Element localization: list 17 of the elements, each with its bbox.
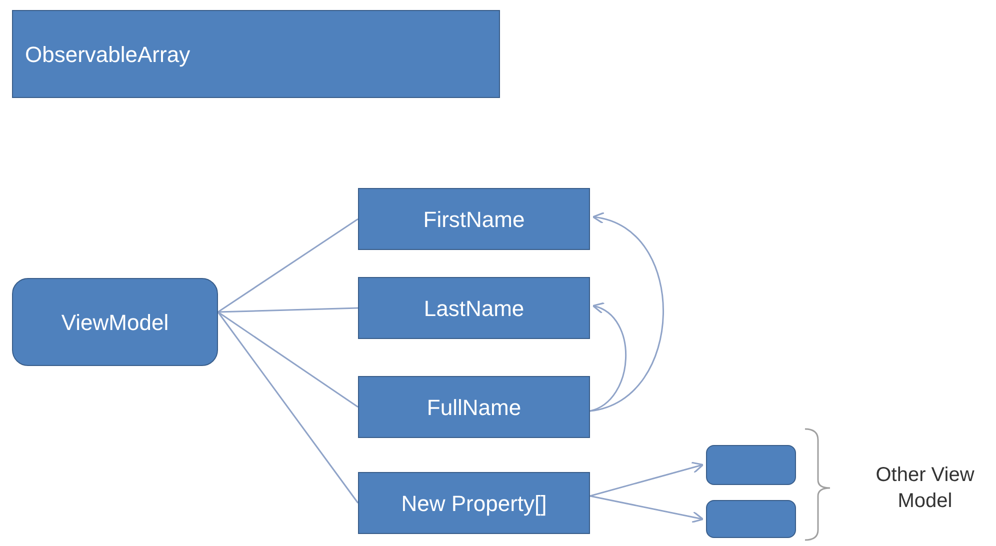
- arrow: [590, 495, 704, 524]
- arrow: [590, 462, 704, 497]
- curved-arrow: [590, 214, 664, 412]
- process-box: LastName: [358, 277, 590, 339]
- process-box: FullName: [358, 376, 590, 438]
- empty-box: [706, 445, 796, 485]
- empty-box: [706, 500, 796, 538]
- connector-line: [218, 307, 358, 313]
- process-box: ViewModel: [12, 278, 218, 366]
- process-box: New Property[]: [358, 472, 590, 534]
- connector-line: [217, 312, 359, 504]
- bracket-label: Other View Model: [874, 463, 976, 514]
- connector-line: [218, 218, 358, 313]
- connector-line: [218, 311, 358, 408]
- process-box: ObservableArray: [12, 10, 500, 98]
- process-box: FirstName: [358, 188, 590, 250]
- curved-arrow: [590, 304, 626, 412]
